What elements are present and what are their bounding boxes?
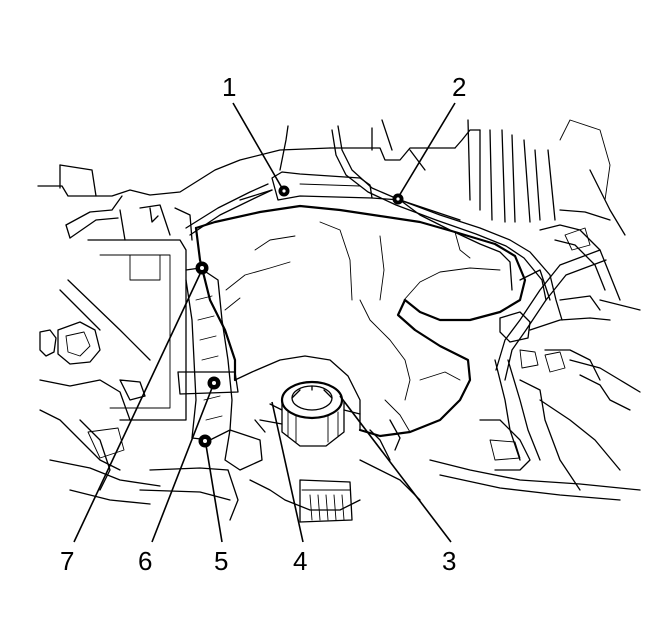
leader-4 (271, 401, 304, 543)
leader-lines (73, 102, 456, 543)
fasteners (195, 185, 404, 448)
leader-2 (398, 102, 456, 197)
callout-4: 4 (293, 546, 307, 576)
nut-7-icon (195, 261, 209, 275)
nut-2-icon (392, 193, 404, 205)
leader-1 (232, 102, 283, 189)
nut-1-icon (278, 185, 290, 197)
callout-7: 7 (60, 546, 74, 576)
leader-6 (151, 387, 213, 543)
fuel-pump-module (259, 380, 361, 447)
fuel-lines (185, 125, 607, 381)
callout-labels: 1 2 3 4 5 6 7 (60, 72, 466, 576)
fuel-tank (194, 204, 527, 438)
callout-1: 1 (222, 72, 236, 102)
callout-6: 6 (138, 546, 152, 576)
leader-5 (205, 444, 223, 543)
vehicle-underbody (37, 119, 641, 523)
leader-3 (339, 395, 452, 543)
leader-7 (73, 273, 201, 543)
nut-5-icon (198, 434, 212, 448)
callout-5: 5 (214, 546, 228, 576)
callout-3: 3 (442, 546, 456, 576)
nut-6-icon (207, 376, 221, 390)
callout-2: 2 (452, 72, 466, 102)
